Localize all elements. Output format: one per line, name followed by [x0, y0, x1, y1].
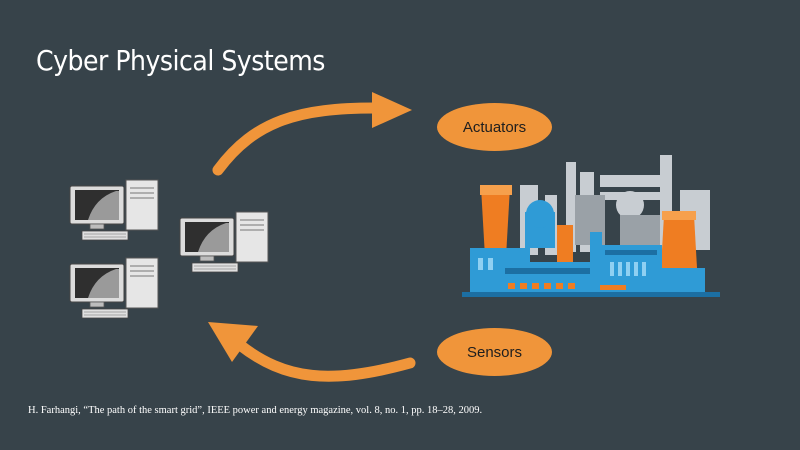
arrow-to-actuators-head: [372, 92, 412, 128]
sensors-label: Sensors: [437, 328, 552, 376]
sensors-text: Sensors: [466, 343, 523, 361]
arrow-to-actuators: [212, 102, 381, 176]
page-title: Cyber Physical Systems: [36, 44, 325, 77]
arrow-from-sensors: [234, 339, 416, 382]
actuators-label: Actuators: [437, 103, 552, 151]
citation: H. Farhangi, “The path of the smart grid…: [28, 405, 483, 416]
arrow-from-sensors-head: [208, 322, 258, 362]
actuators-text: Actuators: [462, 118, 527, 136]
